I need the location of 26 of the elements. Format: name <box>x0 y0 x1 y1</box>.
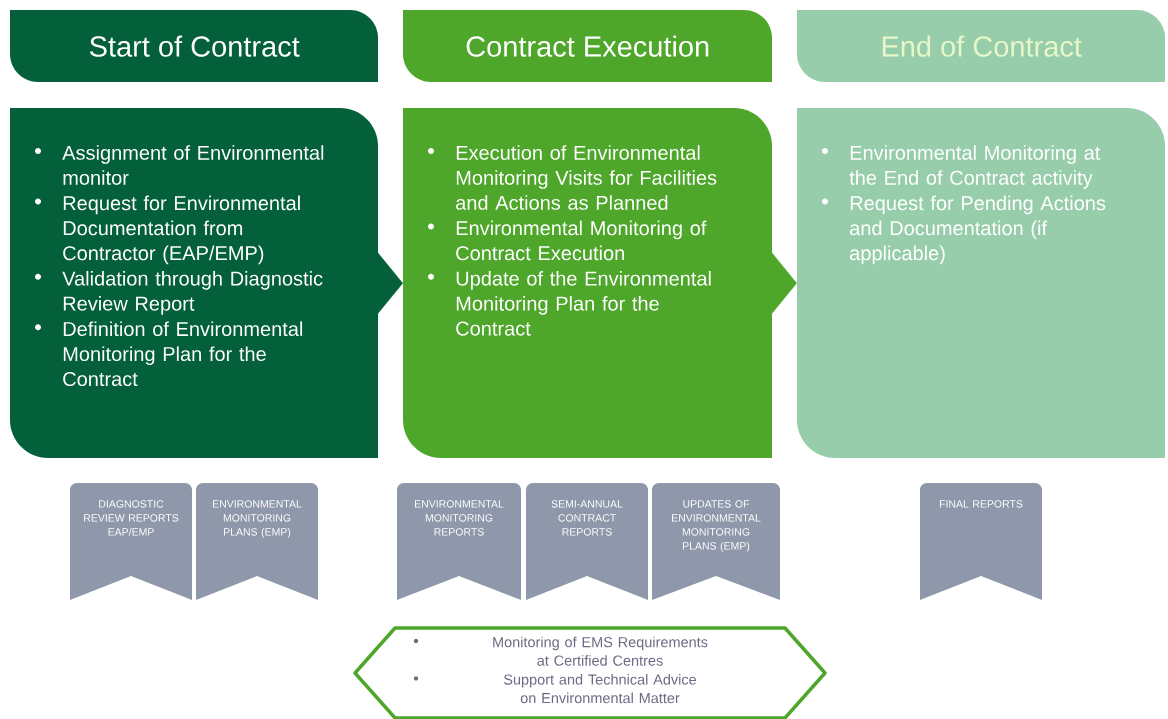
document-ribbon: DIAGNOSTIC REVIEW REPORTS EAP/EMP <box>70 483 192 600</box>
document-ribbon: ENVIRONMENTAL MONITORING PLANS (EMP) <box>196 483 318 600</box>
bullet-item: Definition of Environmental Monitoring Plan for the Contract <box>63 321 303 387</box>
document-ribbon: UPDATES OF ENVIRONMENTAL MONITORING PLANS (EMP) <box>652 483 780 600</box>
document-ribbon: ENVIRONMENTAL MONITORING REPORTS <box>397 483 521 600</box>
document-ribbon: FINAL REPORTS <box>920 483 1042 600</box>
bullet-item: Monitoring of EMS Requirements at Certified Centres <box>493 636 708 666</box>
step-panel <box>403 108 772 458</box>
bullet-item: Environmental Monitoring of Contract Execution <box>456 220 707 261</box>
bullet-item: Request for Pending Actions and Documentation (if applicable) <box>850 195 1106 265</box>
step-panel <box>10 108 378 458</box>
bullet-item: Update of the Environmental Monitoring Plan for the Contract <box>456 271 711 336</box>
chevron-arrow <box>769 250 797 316</box>
header-tab: End of Contract <box>797 10 1165 82</box>
service-hexagon <box>353 626 827 719</box>
bullet-item: Request for Environmental Documentation from Contractor (EAP/EMP) <box>63 195 300 265</box>
header-tab: Contract Execution <box>403 10 772 82</box>
step-panel <box>797 108 1165 458</box>
document-ribbon: SEMI-ANNUAL CONTRACT REPORTS <box>526 483 648 600</box>
bullet-item: Environmental Monitoring at the End of Contract activity <box>849 145 1101 189</box>
bullet-item: Execution of Environmental Monitoring Visits for Facilities and Actions as Planned <box>456 145 717 210</box>
header-tab: Start of Contract <box>10 10 378 82</box>
bullet-item: Validation through Diagnostic Review Report <box>62 271 323 315</box>
bullet-item: Support and Technical Advice on Environmental Matter <box>503 674 697 704</box>
bullet-item: Assignment of Environmental monitor <box>62 145 324 185</box>
chevron-arrow <box>375 250 403 316</box>
